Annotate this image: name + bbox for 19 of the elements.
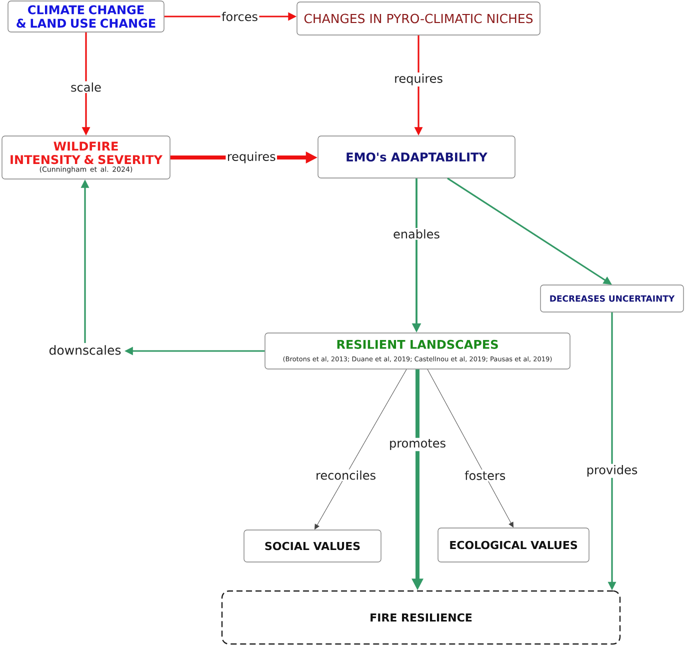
edge-label: forces [220, 10, 260, 22]
arrow [427, 369, 514, 528]
edge-label: scale [69, 81, 103, 93]
edge-label: reconciles [314, 469, 378, 481]
concept-box: DECREASES UNCERTAINTY [540, 284, 684, 312]
edge-label: fosters [463, 470, 507, 482]
edge-label: provides [585, 464, 639, 478]
concept-box: FIRE RESILIENCE [221, 590, 621, 645]
concept-box: SOCIAL VALUES [244, 530, 382, 562]
edge-label: enables [392, 228, 442, 240]
arrow [314, 369, 407, 530]
edge-label: requires [226, 150, 278, 164]
concept-box: CLIMATE CHANGE & LAND USE CHANGE [8, 0, 164, 32]
concept-box: CHANGES IN PYRO-CLIMATIC NICHES [296, 2, 540, 36]
label-text: downscales [49, 345, 121, 355]
edge-label: requires [392, 72, 444, 86]
concept-box: EMO's ADAPTABILITY [318, 136, 516, 178]
concept-box: ECOLOGICAL VALUES [438, 528, 590, 562]
edge-label: promotes [388, 438, 448, 452]
